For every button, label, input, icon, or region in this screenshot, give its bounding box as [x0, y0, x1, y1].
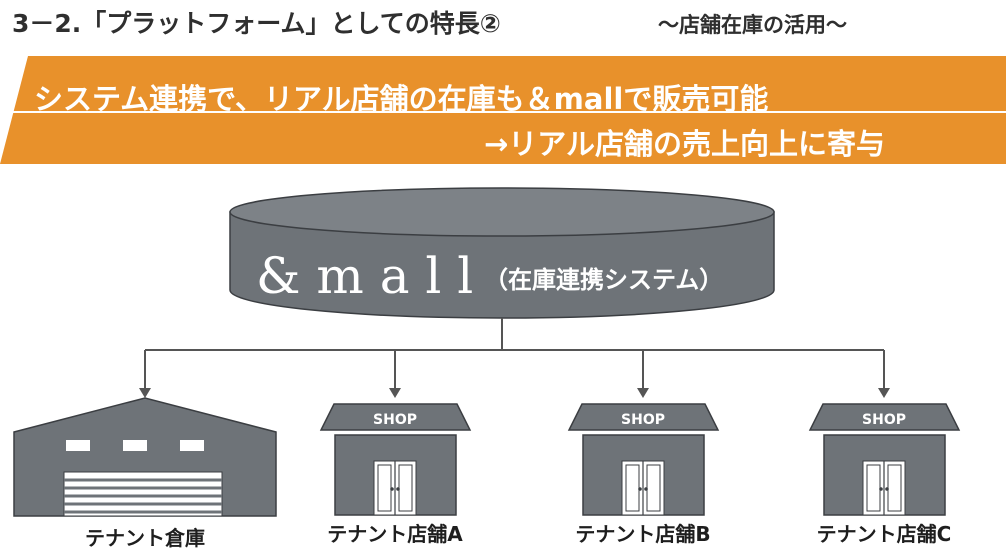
shop-c-sign: SHOP: [862, 412, 906, 428]
shop-a-icon: SHOP: [319, 403, 472, 516]
system-subname: （在庫連携システム）: [484, 266, 723, 294]
shop-a-sign: SHOP: [373, 412, 417, 428]
shop-b-icon: SHOP: [567, 403, 720, 516]
shop-c-icon: SHOP: [808, 403, 961, 516]
warehouse-label: テナント倉庫: [85, 526, 205, 550]
mall-system-cylinder: & m a l l （在庫連携システム）: [229, 187, 775, 319]
arrow-shop-a: [389, 388, 401, 398]
shop-b-label: テナント店舗B: [575, 522, 711, 546]
arrow-warehouse: [139, 388, 151, 398]
warehouse-icon: [13, 397, 277, 517]
banner-line-1: システム連携で、リアル店舗の在庫も＆mallで販売可能: [34, 82, 769, 116]
arrow-shop-c: [878, 388, 890, 398]
page-title: 3－2.「プラットフォーム」としての特長②: [12, 9, 501, 38]
page-subtitle: ～店舗在庫の活用～: [658, 13, 847, 37]
system-name: & m a l l: [256, 247, 473, 305]
shop-c-label: テナント店舗C: [816, 522, 952, 546]
connector-lines: [144, 318, 885, 388]
shop-a-label: テナント店舗A: [327, 522, 463, 546]
banner-shape: [0, 56, 1006, 164]
banner-line-2: →リアル店舗の売上向上に寄与: [484, 127, 886, 161]
arrow-shop-b: [637, 388, 649, 398]
orange-banner: [0, 56, 1006, 164]
arrow-heads: [139, 388, 890, 398]
shop-b-sign: SHOP: [621, 412, 665, 428]
